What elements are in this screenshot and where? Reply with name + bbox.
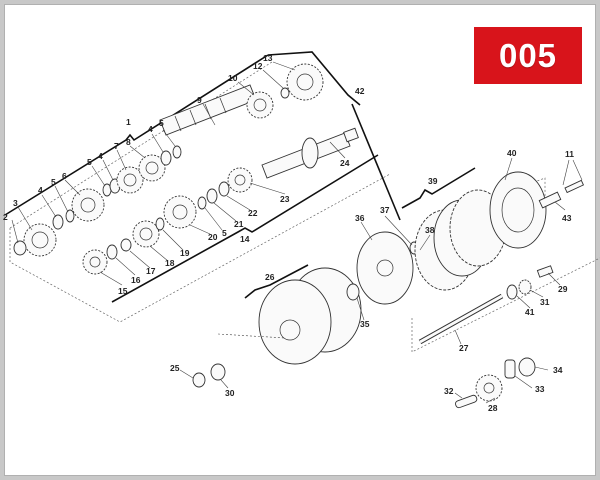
label-part-36: 36 [355, 213, 365, 223]
clutch-hub-36 [356, 231, 414, 305]
gear-28 [475, 374, 503, 402]
label-part-35: 35 [360, 319, 370, 329]
ring-5a [65, 209, 75, 223]
label-part-33: 33 [535, 384, 545, 394]
label-part-43: 43 [562, 213, 572, 223]
label-part-37: 37 [380, 205, 390, 215]
gear-3 [23, 223, 57, 257]
bolt-29 [536, 265, 554, 278]
label-part-5: 5 [159, 118, 164, 128]
label-part-4: 4 [148, 124, 153, 134]
bushing-30 [210, 363, 226, 381]
label-part-17: 17 [146, 266, 156, 276]
label-part-38: 38 [425, 225, 435, 235]
gear-18 [132, 220, 160, 248]
washer-21 [206, 188, 218, 204]
dashed-outline [9, 61, 273, 229]
label-part-21: 21 [234, 219, 244, 229]
label-part-24: 24 [340, 158, 350, 168]
lock-washer-33 [504, 359, 516, 379]
label-26: 26 [265, 272, 275, 282]
label-part-19: 19 [180, 248, 190, 258]
bearing-16 [106, 244, 118, 260]
label-part-31: 31 [540, 297, 550, 307]
brace-group-42 [267, 51, 361, 106]
label-part-28: 28 [488, 403, 498, 413]
label-part-40: 40 [507, 148, 517, 158]
label-part-23: 23 [280, 194, 290, 204]
bolt-11 [564, 179, 585, 194]
washer-35 [346, 283, 360, 301]
label-part-5: 5 [51, 177, 56, 187]
key-32 [455, 394, 478, 409]
bearing-22 [218, 181, 230, 197]
label-14: 14 [240, 234, 250, 244]
washer-41 [506, 284, 518, 300]
label-part-34: 34 [553, 365, 563, 375]
label-part-15: 15 [118, 286, 128, 296]
label-part-7: 7 [114, 141, 119, 151]
ring-5c [172, 145, 182, 159]
clutch-basket-26 [258, 267, 362, 365]
pressure-plate-40 [489, 171, 547, 249]
washer-4c [160, 150, 172, 166]
washer-19 [155, 217, 165, 231]
label-part-22: 22 [248, 208, 258, 218]
label-part-6: 6 [62, 171, 67, 181]
dashed-outline [9, 173, 391, 323]
label-part-2: 2 [3, 212, 8, 222]
brace-group-39 [401, 167, 476, 209]
nut-34 [518, 357, 536, 377]
washer-12 [280, 87, 290, 99]
dashed-outline [411, 257, 600, 353]
label-42: 42 [355, 86, 365, 96]
label-part-10: 10 [228, 73, 238, 83]
bearing-31 [518, 279, 532, 295]
page-number-badge: 005 [474, 27, 582, 84]
brace-group-1 [4, 54, 269, 216]
label-part-16: 16 [131, 275, 141, 285]
label-part-4: 4 [38, 185, 43, 195]
label-part-27: 27 [459, 343, 469, 353]
label-part-25: 25 [170, 363, 180, 373]
gear-20 [163, 195, 197, 229]
ring-5d [197, 196, 207, 210]
label-part-12: 12 [253, 61, 263, 71]
label-part-18: 18 [165, 258, 175, 268]
label-part-30: 30 [225, 388, 235, 398]
bushing-2 [13, 240, 27, 256]
label-part-9: 9 [197, 95, 202, 105]
washer-4a [52, 214, 64, 230]
gear-23 [227, 167, 253, 193]
shaft-24 [261, 127, 359, 179]
spring-43 [538, 191, 562, 209]
washer-25 [192, 372, 206, 388]
gear-7 [116, 166, 144, 194]
brace-group-26 [244, 264, 309, 299]
brace-group-14 [111, 154, 379, 303]
gear-8 [138, 154, 166, 182]
bushing-17 [120, 238, 132, 252]
label-part-5: 5 [222, 228, 227, 238]
gear-15 [82, 249, 108, 275]
label-1: 1 [126, 117, 131, 127]
gear-6 [71, 188, 105, 222]
label-part-32: 32 [444, 386, 454, 396]
label-part-5: 5 [87, 157, 92, 167]
gear-10 [246, 91, 274, 119]
label-part-3: 3 [13, 198, 18, 208]
label-part-8: 8 [126, 137, 131, 147]
leader-lines [11, 61, 583, 404]
label-part-4: 4 [98, 151, 103, 161]
gear-13 [286, 63, 324, 101]
label-part-20: 20 [208, 232, 218, 242]
label-part-13: 13 [263, 53, 273, 63]
label-part-41: 41 [525, 307, 535, 317]
label-39: 39 [428, 176, 438, 186]
label-part-11: 11 [565, 149, 574, 159]
brace-group-42-b [351, 103, 401, 221]
label-part-29: 29 [558, 284, 568, 294]
